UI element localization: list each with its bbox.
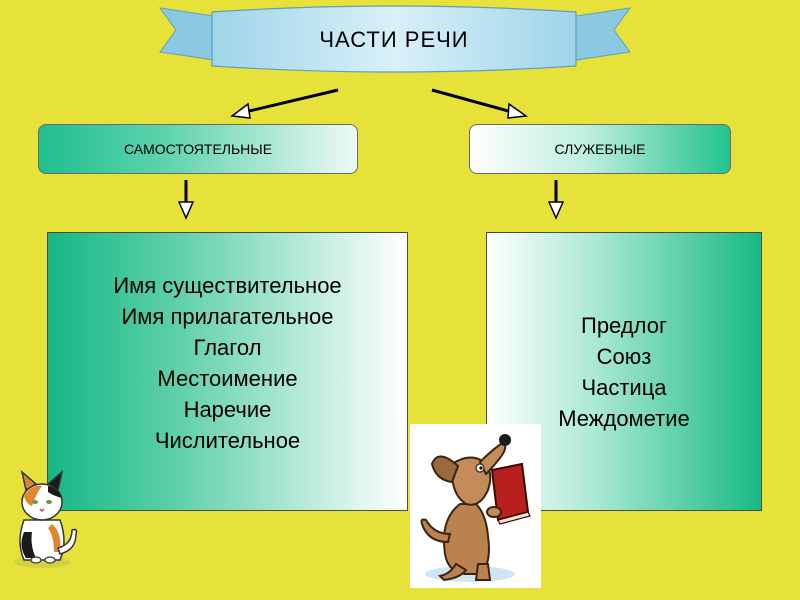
list-item: Наречие (183, 396, 272, 422)
list-item: Частица (581, 374, 667, 400)
page-title: ЧАСТИ РЕЧИ (319, 27, 469, 52)
list-item: Глагол (193, 334, 262, 360)
dog-with-book-picture (410, 424, 541, 588)
category-auxiliary: СЛУЖЕБНЫЕ (469, 124, 731, 174)
list-item: Союз (596, 343, 652, 369)
list-item: Предлог (581, 312, 667, 338)
cat-picture (14, 469, 78, 568)
category-independent: САМОСТОЯТЕЛЬНЫЕ (38, 124, 358, 174)
list-item: Местоимение (157, 365, 298, 391)
independent-parts-list: Имя существительное Имя прилагательное Г… (47, 232, 408, 511)
list-item: Междометие (558, 405, 690, 431)
list-item: Имя прилагательное (121, 303, 334, 329)
list-item: Числительное (154, 427, 301, 453)
list-item: Имя существительное (113, 272, 342, 298)
